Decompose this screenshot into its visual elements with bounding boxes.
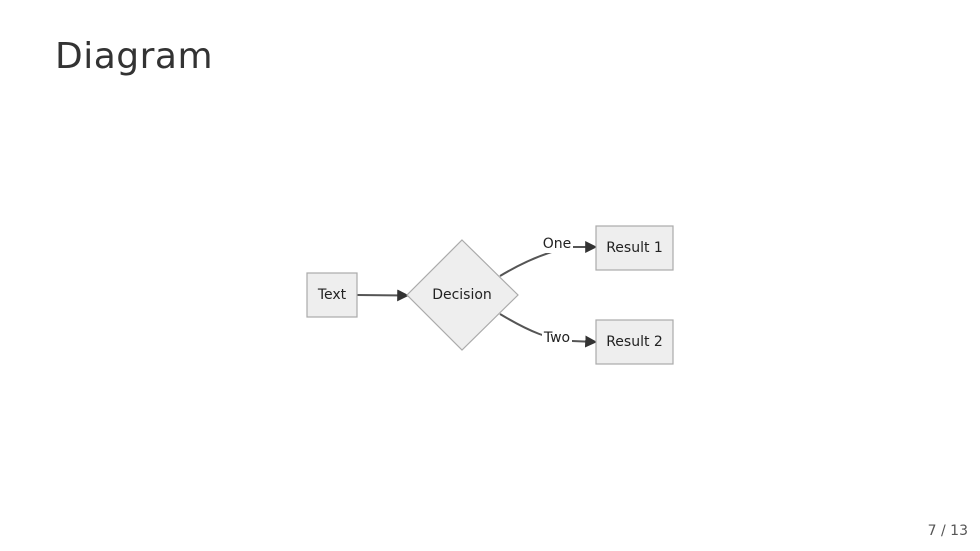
slide-title: Diagram bbox=[55, 36, 214, 77]
node-result-1-label: Result 1 bbox=[606, 240, 663, 256]
edge-label-one: One bbox=[541, 235, 573, 253]
edge-text-to-decision bbox=[356, 289, 410, 302]
edge-label-one-text: One bbox=[543, 236, 572, 252]
node-result-1: Result 1 bbox=[595, 225, 674, 271]
node-text-label: Text bbox=[317, 287, 347, 303]
node-text: Text bbox=[306, 272, 358, 318]
node-decision-label: Decision bbox=[432, 287, 492, 303]
node-decision: Decision bbox=[406, 239, 519, 351]
page-number: 7 / 13 bbox=[927, 523, 968, 539]
edge-label-two: Two bbox=[542, 329, 572, 347]
edge-label-two-text: Two bbox=[543, 330, 570, 346]
node-result-2-label: Result 2 bbox=[606, 334, 663, 350]
node-result-2: Result 2 bbox=[595, 319, 674, 365]
